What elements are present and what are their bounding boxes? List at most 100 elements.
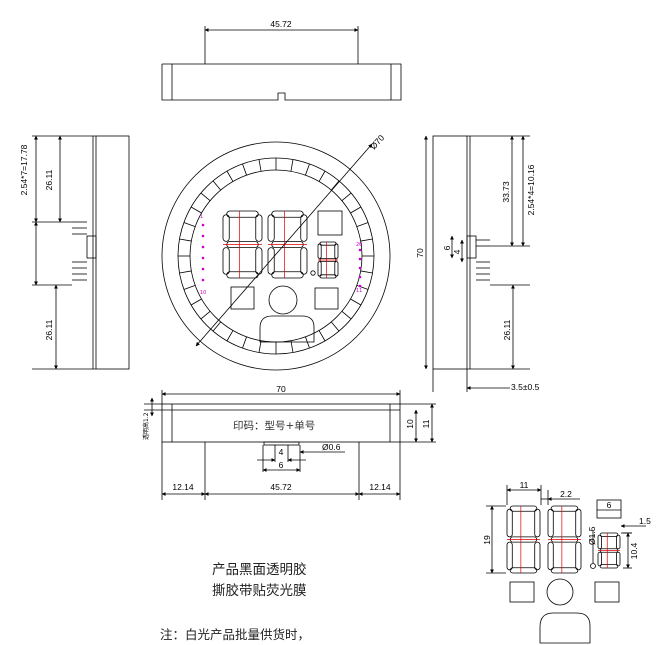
digit-segment [509, 567, 538, 574]
decimal-dot [310, 270, 316, 276]
icon-circle [268, 285, 298, 315]
digit-segment [226, 271, 259, 279]
digit-segment [575, 508, 582, 538]
diameter-leader [195, 143, 373, 347]
icon-square-top-right [317, 210, 343, 236]
pin-label-10: 10 [200, 290, 206, 296]
digit-segment [506, 541, 513, 571]
pin-markers-right [358, 248, 362, 288]
right-side-view: 2.54*4=10.16 33.73 26.11 70 6 4 3.5±0.5 [415, 135, 540, 392]
left-side-view: 2.54*7=17.78 26.11 26.11 [19, 135, 130, 370]
detail-icon-square-right [594, 581, 620, 603]
digit-segment [271, 210, 304, 218]
digit-segment [547, 508, 554, 538]
ring-tick [183, 222, 196, 227]
ring-tick [226, 170, 234, 182]
digit-segment [317, 261, 322, 277]
ring-tick [212, 321, 222, 332]
outer-ring [161, 141, 391, 371]
pin-dia-label: Ø0.6 [322, 442, 341, 452]
ring-tick [190, 298, 202, 306]
left-pitch-label: 2.54*7=17.78 [19, 144, 29, 195]
right-pitch-label: 2.54*4=10.16 [526, 164, 536, 215]
digit-segment [267, 214, 275, 242]
digit-segment [255, 214, 263, 242]
right-height-label: 70 [415, 248, 425, 258]
ring-tick [330, 321, 340, 332]
ring-tick [318, 330, 326, 342]
digit-3-small [317, 241, 339, 279]
detail-small-gap-label: 1.5 [639, 516, 651, 526]
pin-label-1: 1 [200, 214, 203, 220]
ring-tick [350, 298, 362, 306]
digit-segment [334, 243, 339, 259]
detail-icon-square-left [509, 581, 535, 603]
ring-tick [212, 180, 222, 191]
note-line-1: 产品黑面透明胶 [212, 562, 307, 578]
detail-small-width-label: 6 [607, 500, 612, 510]
ring-tick [330, 180, 340, 191]
digit-segment [222, 214, 230, 242]
pin-dot [201, 245, 205, 249]
digit-segment [255, 247, 263, 275]
ring-tick [350, 206, 362, 214]
icon-square-right [314, 287, 339, 310]
top-view: 45.72 [161, 19, 402, 101]
pin-dot [358, 284, 362, 288]
bottom-view: 70 印码：型号+单号 10 11 透明高1.2 Ø0.6 4 6 12.14 … [142, 384, 436, 500]
detail-dp-dia-label: Ø1.5 [587, 526, 597, 545]
digit-segment [547, 541, 554, 571]
digit-1 [222, 210, 263, 279]
ring-tick [305, 163, 310, 176]
front-view: 1 10 20 11 Ø70 [161, 133, 391, 371]
ring-tick [305, 336, 310, 349]
digit-segment [319, 241, 337, 246]
ring-ticks [178, 158, 374, 354]
bottom-side-label: 透明高1.2 [142, 412, 150, 440]
ring-tick [242, 163, 247, 176]
ring-tick [356, 222, 369, 227]
ring-tick [179, 270, 192, 274]
ring-tick [258, 159, 262, 172]
digit-segment [616, 534, 621, 550]
digit-segment [599, 532, 619, 537]
detail-digit-height-label: 19 [482, 535, 492, 545]
pin-label-20: 20 [356, 242, 362, 248]
ring-tick [183, 285, 196, 290]
left-margin-label: 12.14 [172, 482, 194, 492]
ring-tick [179, 238, 192, 242]
pin-dot [358, 257, 362, 261]
detail-digit-2 [547, 505, 582, 574]
digit-segment [550, 505, 579, 512]
diameter-label: Ø70 [368, 133, 386, 152]
note-line-3: 注：白光产品批量供货时， [160, 627, 311, 642]
note-line-2: 撕胶带贴荧光膜 [212, 583, 307, 599]
ring-tick [360, 270, 373, 274]
digit-segment [300, 214, 308, 242]
detail-digit-1 [506, 505, 541, 574]
digit-segment [506, 508, 513, 538]
ring-tick [318, 170, 326, 182]
ring-tick [290, 159, 294, 172]
digit-segment [534, 541, 541, 571]
marking-label: 印码：型号+单号 [233, 419, 315, 432]
pin-dot [201, 267, 205, 271]
right-lower-label: 26.11 [502, 319, 512, 340]
right-pin-length-label: 3.5±0.5 [511, 382, 540, 392]
ring-tick [341, 192, 352, 202]
detail-digit-gap-label: 2.2 [560, 489, 572, 499]
right-margin-label: 12.14 [369, 482, 391, 492]
digit-segment [550, 567, 579, 574]
icon-square-left [230, 286, 255, 310]
detail-digit-small [597, 532, 621, 569]
detail-digit-width-label: 11 [520, 480, 529, 490]
pin-dot [201, 223, 205, 227]
ring-tick [242, 336, 247, 349]
ring-tick [200, 310, 211, 320]
pin-dot [358, 248, 362, 252]
detail-view: 11 2.2 6 1.5 19 10.4 Ø1.5 [482, 480, 651, 644]
digit-segment [616, 551, 621, 567]
pin-label-11: 11 [356, 288, 362, 294]
ring-tick [226, 330, 234, 342]
pin-dot [201, 278, 205, 282]
